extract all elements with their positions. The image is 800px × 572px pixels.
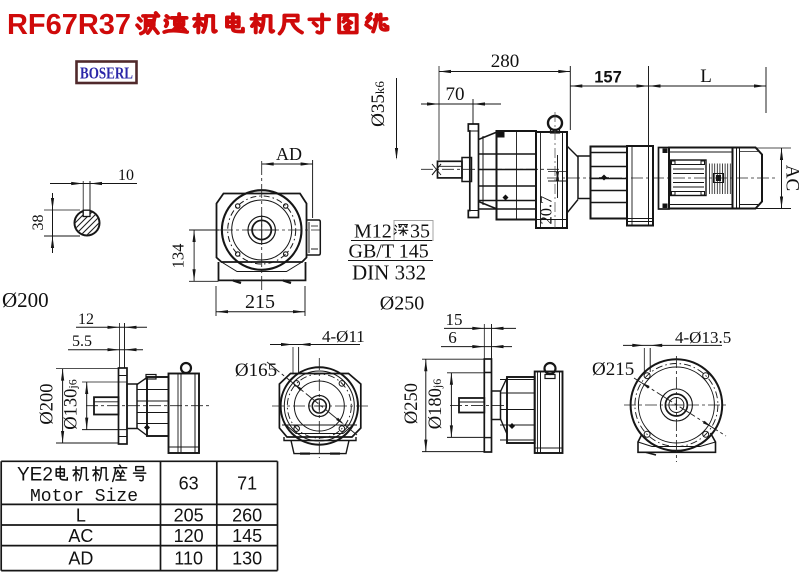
- svg-text:134: 134: [169, 244, 188, 269]
- svg-text:157: 157: [594, 69, 622, 87]
- svg-text:10: 10: [118, 167, 134, 184]
- svg-text:260: 260: [232, 505, 262, 525]
- svg-text:Ø180j6: Ø180j6: [426, 379, 446, 429]
- svg-text:AD: AD: [68, 549, 93, 569]
- svg-text:110: 110: [174, 549, 203, 569]
- svg-text:M12: M12: [354, 221, 392, 243]
- svg-text:145: 145: [232, 526, 262, 546]
- svg-text:Motor Size: Motor Size: [30, 487, 138, 507]
- svg-text:15: 15: [446, 310, 463, 329]
- svg-text:12: 12: [78, 311, 94, 328]
- svg-text:6: 6: [448, 328, 457, 347]
- svg-text:Ø200: Ø200: [2, 288, 49, 312]
- svg-text:120: 120: [174, 526, 204, 546]
- svg-text:L: L: [76, 505, 86, 525]
- svg-text:L: L: [700, 66, 712, 87]
- svg-text:Ø250: Ø250: [402, 383, 422, 424]
- svg-text:35: 35: [410, 221, 430, 243]
- svg-text:Ø250: Ø250: [380, 293, 424, 315]
- svg-text:BOSERL: BOSERL: [80, 64, 133, 83]
- svg-text:Ø35k6: Ø35k6: [368, 81, 389, 127]
- svg-text:20.7: 20.7: [537, 196, 556, 225]
- svg-text:GB/T 145: GB/T 145: [349, 241, 429, 263]
- svg-text:DIN 332: DIN 332: [352, 261, 426, 285]
- svg-text:AC: AC: [68, 526, 93, 546]
- svg-text:Ø165: Ø165: [235, 360, 277, 381]
- svg-text:Ø215: Ø215: [592, 359, 634, 380]
- svg-text:71: 71: [237, 474, 257, 494]
- svg-text:130: 130: [232, 549, 262, 569]
- svg-text:70: 70: [446, 84, 465, 105]
- svg-text:Ø130j6: Ø130j6: [62, 379, 82, 429]
- svg-text:4-Ø11: 4-Ø11: [322, 327, 365, 346]
- svg-text:AD: AD: [276, 144, 302, 164]
- svg-text:38: 38: [30, 215, 47, 231]
- svg-text:5.5: 5.5: [72, 333, 92, 350]
- svg-text:AC: AC: [782, 165, 800, 191]
- svg-text:YE2: YE2: [17, 465, 53, 486]
- svg-text:215: 215: [245, 291, 275, 313]
- svg-text:63: 63: [179, 474, 199, 494]
- svg-text:4-Ø13.5: 4-Ø13.5: [675, 328, 731, 347]
- svg-text:280: 280: [491, 51, 520, 72]
- svg-text:205: 205: [174, 505, 204, 525]
- svg-text:RF67R37: RF67R37: [7, 9, 131, 41]
- svg-text:Ø200: Ø200: [38, 383, 58, 424]
